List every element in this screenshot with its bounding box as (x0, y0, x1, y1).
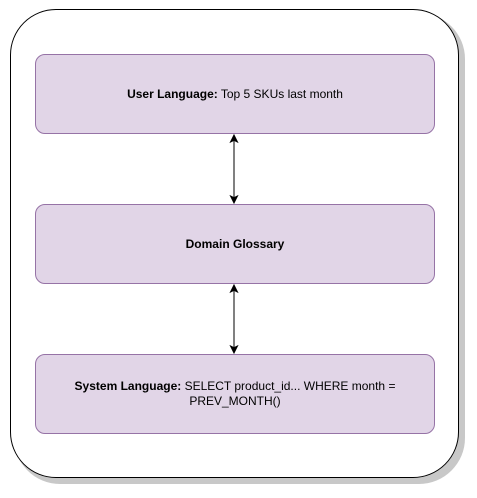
system-language-label: System Language: (74, 379, 182, 393)
system-language-value: SELECT product_id... WHERE month = PREV_… (181, 379, 396, 408)
domain-glossary-box[interactable]: Domain Glossary (35, 204, 435, 284)
system-language-text: System Language: SELECT product_id... WH… (48, 379, 422, 409)
user-language-text: User Language: Top 5 SKUs last month (127, 87, 343, 102)
user-language-label: User Language: (127, 86, 218, 101)
user-language-value: Top 5 SKUs last month (217, 86, 343, 101)
domain-glossary-text: Domain Glossary (186, 237, 285, 252)
system-language-box[interactable]: System Language: SELECT product_id... WH… (35, 354, 435, 434)
user-language-box[interactable]: User Language: Top 5 SKUs last month (35, 54, 435, 134)
domain-glossary-label: Domain Glossary (185, 236, 285, 251)
